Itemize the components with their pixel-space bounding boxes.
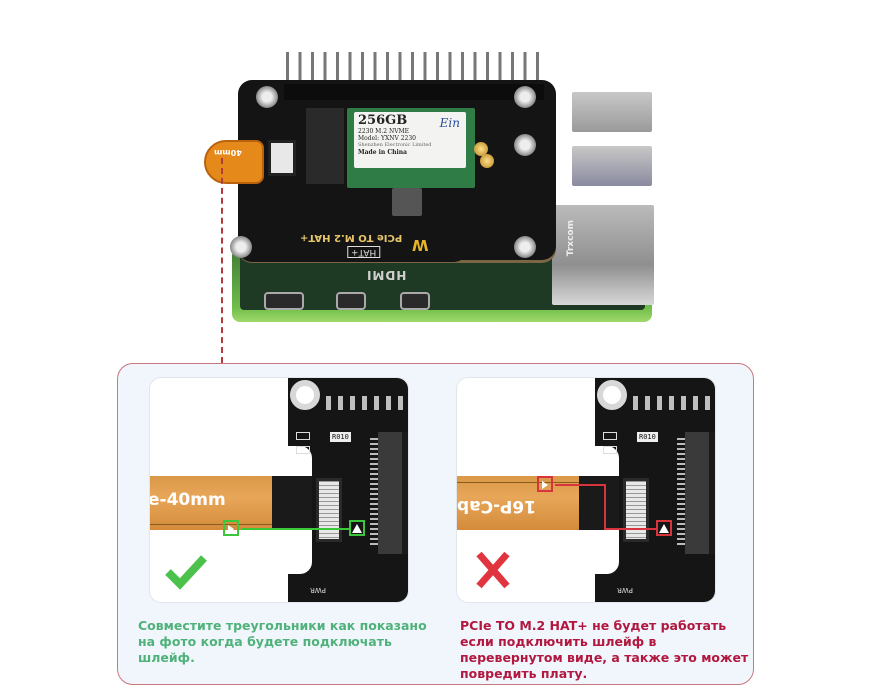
screw-icon	[514, 86, 536, 108]
screw-icon	[230, 236, 252, 258]
ffc-ribbon-cable	[204, 140, 264, 184]
smd-component	[296, 432, 310, 440]
triangle-icon	[659, 524, 669, 533]
cable-stiffener	[272, 476, 312, 530]
smd-component	[603, 432, 617, 440]
board-marking: R010	[637, 432, 658, 442]
cable-triangle-marker	[223, 520, 239, 536]
ssd-form-factor: 2230 M.2 NVME	[358, 128, 410, 135]
usb-port-upper	[572, 92, 652, 132]
ssd-capacity: 256GB	[358, 113, 408, 128]
alignment-line	[604, 484, 606, 530]
fpc-connector	[268, 140, 296, 176]
ssd-manufacturer: Shenzhen Electronic Limited	[358, 142, 432, 148]
cable-edge-line	[457, 482, 579, 483]
fpc-slot	[623, 478, 649, 542]
cable-edge-line	[150, 524, 272, 525]
callout-leader-line	[221, 158, 223, 363]
connector-triangle-marker	[349, 520, 365, 536]
gpio-header-block	[284, 84, 544, 100]
panel-incorrect-orientation: R010 PWR 16P-Cab	[456, 377, 716, 603]
hdmi-marking: HDMI	[366, 268, 407, 282]
waveshare-logo: W	[412, 236, 429, 254]
pcie-m2-hat-lower-section	[238, 190, 468, 262]
triangle-icon	[352, 524, 362, 533]
alignment-line	[604, 528, 658, 530]
hat-product-label: PCIe TO M.2 HAT+	[300, 232, 403, 243]
header-pads	[633, 396, 715, 410]
mounting-hole	[597, 380, 627, 410]
hat-plus-badge: HAT+	[347, 246, 381, 258]
connector-triangle-marker	[656, 520, 672, 536]
caption-incorrect-warning: PCIe TO M.2 HAT+ не будет работать если …	[460, 618, 749, 681]
pwr-label: PWR	[617, 586, 634, 594]
m2-connector	[685, 432, 715, 554]
alignment-line	[241, 528, 351, 530]
alignment-line	[555, 484, 605, 486]
m2-connector-pins	[677, 438, 685, 548]
smd-component	[603, 446, 617, 454]
ssd-brand: Ein	[439, 116, 460, 130]
screw-icon	[256, 86, 278, 108]
micro-hdmi-port-0	[336, 292, 366, 310]
pwr-label: PWR	[310, 586, 327, 594]
cable-triangle-marker	[537, 476, 553, 492]
product-photo: Trxcom 256GB 2230 M.2 NVME Model: YXNV 2…	[0, 0, 875, 363]
screw-icon	[514, 236, 536, 258]
board-marking: R010	[330, 432, 351, 442]
m2-slot	[306, 108, 344, 184]
panel-correct-orientation: R010 PWR e-40mm	[149, 377, 409, 603]
caption-correct: Совместите треугольники как показано на …	[138, 618, 427, 665]
usb-c-port	[264, 292, 304, 310]
triangle-icon	[228, 525, 234, 533]
ethernet-brand-label: Trxcom	[566, 220, 576, 257]
triangle-icon	[542, 481, 548, 489]
cable-print-upside-down: 16P-Cab	[457, 496, 536, 516]
screw-icon	[514, 134, 536, 156]
gold-standoff	[480, 154, 494, 168]
ssd-model: Model: YXNV 2230	[358, 135, 416, 142]
header-pads	[326, 396, 408, 410]
ssd-origin: Made in China	[358, 149, 408, 156]
ribbon-label: 40mm	[214, 148, 242, 157]
micro-hdmi-port-1	[400, 292, 430, 310]
m2-connector-pins	[370, 438, 378, 548]
inductor	[392, 188, 422, 216]
smd-component	[296, 446, 310, 454]
ribbon-cable	[150, 476, 272, 530]
usb3-port-lower	[572, 146, 652, 186]
check-icon	[165, 555, 207, 590]
mounting-hole	[290, 380, 320, 410]
cable-print: e-40mm	[149, 490, 226, 510]
m2-connector	[378, 432, 408, 554]
cross-icon	[476, 551, 510, 589]
ssd-label: 256GB 2230 M.2 NVME Model: YXNV 2230 She…	[354, 112, 466, 168]
fpc-slot	[316, 478, 342, 542]
ethernet-port	[552, 205, 654, 305]
gold-standoff	[474, 142, 488, 156]
